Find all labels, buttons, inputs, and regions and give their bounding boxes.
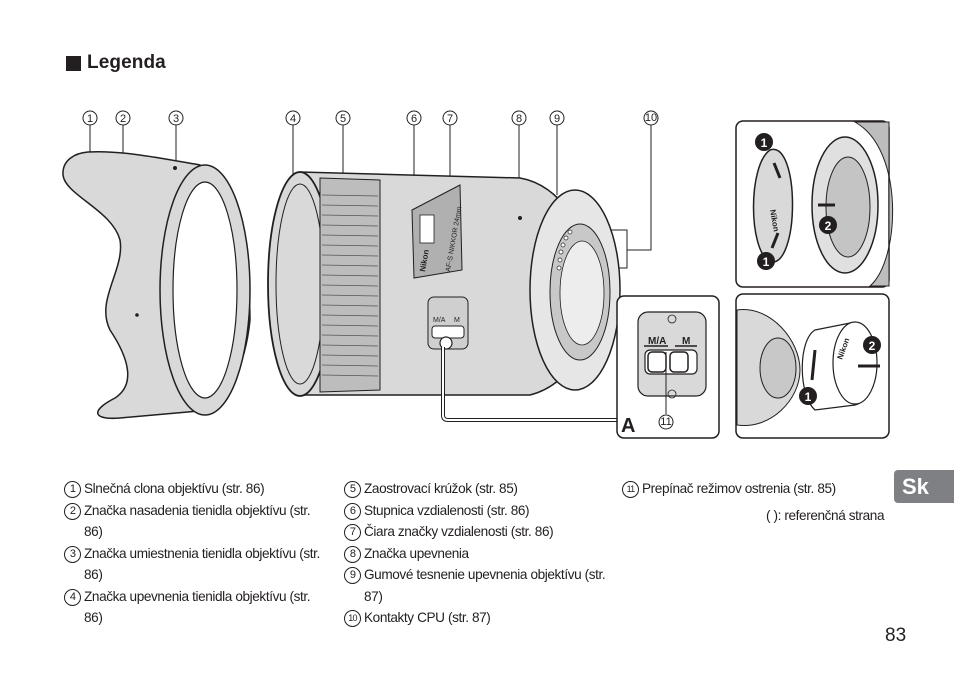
svg-text:1: 1: [763, 255, 770, 269]
svg-text:10: 10: [645, 112, 657, 124]
arrow-up-icon: [810, 349, 817, 381]
item-text: Čiara značky vzdialenosti (str. 86): [364, 524, 554, 539]
item-number: 4: [64, 588, 81, 606]
item-number: 8: [344, 545, 361, 563]
svg-text:M: M: [682, 336, 690, 347]
svg-text:11: 11: [660, 416, 671, 428]
inset-a-switch-detail: M/A M 11 A: [616, 295, 720, 439]
svg-text:4: 4: [290, 113, 296, 125]
svg-text:2: 2: [120, 113, 126, 125]
section-title: Legenda: [66, 52, 166, 74]
item-text: Značka nasadenia tienidla objektívu (str…: [84, 502, 311, 540]
callout-9: 9: [549, 110, 565, 195]
item-text: Zaostrovací krúžok (str. 85): [364, 481, 518, 496]
cpu-contacts: [556, 229, 573, 271]
item-text: Stupnica vzdialenosti (str. 86): [364, 502, 530, 518]
svg-text:7: 7: [447, 113, 453, 125]
item-number: 10: [344, 610, 361, 627]
svg-text:1: 1: [761, 136, 768, 150]
item-number: 6: [344, 502, 361, 520]
item-number: 9: [344, 567, 361, 584]
svg-text:2: 2: [825, 219, 832, 233]
item-text: Prepínač režimov ostrenia (str. 85): [642, 481, 836, 496]
lens-body-illustration: Nikon AF-S NIKKOR 24mm M/A M: [267, 171, 625, 422]
svg-text:1: 1: [805, 390, 812, 404]
reference-page-note: ( ): referenčná strana: [766, 508, 885, 523]
lens-diagram: 1 2 3 4 5 6 7: [62, 110, 894, 439]
section-title-text: Legenda: [87, 52, 166, 73]
item-number: 11: [622, 481, 639, 498]
svg-text:Nikon: Nikon: [768, 209, 781, 233]
item-text: Gumové tesnenie upevnenia objektívu (str…: [364, 567, 606, 604]
svg-text:Nikon: Nikon: [418, 249, 431, 273]
callout-3: 3: [168, 110, 184, 166]
lens-hood-illustration: [62, 150, 251, 420]
item-text: Značka upevnenia: [364, 545, 469, 561]
svg-text:5: 5: [340, 113, 346, 125]
focus-ring-grip: [321, 194, 379, 377]
svg-text:6: 6: [411, 113, 417, 125]
svg-text:M: M: [454, 317, 460, 324]
svg-text:9: 9: [554, 113, 560, 125]
front-cap-panel: Nikon 1 2 1: [735, 120, 894, 288]
item-number: 3: [64, 545, 81, 563]
svg-text:2: 2: [869, 339, 876, 353]
svg-text:A: A: [621, 415, 635, 437]
item-text: Slnečná clona objektívu (str. 86): [84, 481, 265, 496]
item-number: 2: [64, 502, 81, 520]
language-tab: Sk: [894, 470, 954, 503]
arrow-up-icon: [770, 232, 780, 249]
item-text: Kontakty CPU (str. 87): [364, 610, 491, 625]
page-number: 83: [885, 625, 907, 646]
item-number: 1: [64, 481, 81, 498]
svg-text:M/A: M/A: [433, 317, 446, 324]
arrow-down-icon: [772, 162, 782, 179]
item-text: Značka upevnenia tienidla objektívu (str…: [84, 588, 311, 626]
item-text: Značka umiestnenia tienidla objektívu (s…: [84, 545, 320, 583]
svg-text:1: 1: [87, 113, 93, 125]
svg-text:8: 8: [516, 113, 522, 125]
item-number: 7: [344, 524, 361, 541]
rear-cap-panel: Nikon 1 2: [735, 293, 890, 439]
svg-text:3: 3: [173, 113, 179, 125]
item-number: 5: [344, 481, 361, 498]
svg-text:M/A: M/A: [648, 336, 666, 347]
square-bullet-icon: [66, 55, 81, 71]
